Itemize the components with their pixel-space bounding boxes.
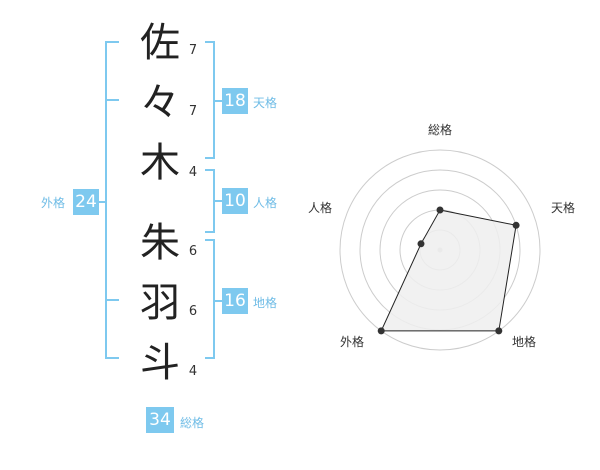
chikaku-value: 16 bbox=[222, 288, 248, 314]
radar-chart bbox=[339, 149, 541, 351]
name-char-5: 羽 bbox=[140, 280, 180, 326]
stroke-count-5: 6 bbox=[188, 304, 198, 319]
radar-point-1 bbox=[436, 206, 444, 214]
jinkaku-value: 10 bbox=[222, 188, 248, 214]
gaikaku-label: 外格 bbox=[41, 196, 66, 210]
soukaku-value: 34 bbox=[146, 407, 174, 433]
name-char-3: 木 bbox=[140, 140, 180, 186]
radar-point-4 bbox=[377, 327, 385, 335]
radar-label-gaikaku: 外格 bbox=[339, 335, 364, 349]
name-char-6: 斗 bbox=[140, 340, 180, 386]
stroke-count-2: 7 bbox=[188, 104, 198, 119]
stroke-count-6: 4 bbox=[188, 364, 198, 379]
radar-label-chikaku: 地格 bbox=[511, 335, 536, 349]
jinkaku-label: 人格 bbox=[253, 196, 278, 210]
radar-score-polygon bbox=[380, 209, 517, 332]
name-char-2: 々 bbox=[140, 80, 180, 126]
radar-label-tenkaku: 天格 bbox=[550, 201, 575, 215]
chikaku-bracket bbox=[205, 239, 215, 359]
tenkaku-label: 天格 bbox=[253, 96, 278, 110]
radar-point-3 bbox=[495, 327, 503, 335]
radar-point-5 bbox=[417, 240, 425, 248]
radar-label-jinkaku: 人格 bbox=[307, 201, 332, 215]
name-char-1: 佐 bbox=[140, 20, 180, 66]
chikaku-label: 地格 bbox=[253, 296, 278, 310]
tenkaku-bracket bbox=[205, 41, 215, 159]
gaikaku-bracket bbox=[105, 41, 119, 359]
radar-label-soukaku: 総格 bbox=[427, 123, 452, 137]
stroke-count-4: 6 bbox=[188, 244, 198, 259]
stroke-count-1: 7 bbox=[188, 43, 198, 58]
soukaku-label: 総格 bbox=[180, 416, 205, 430]
gaikaku-value: 24 bbox=[73, 189, 99, 215]
name-char-4: 朱 bbox=[140, 220, 180, 266]
radar-ring bbox=[339, 149, 541, 351]
tenkaku-value: 18 bbox=[222, 88, 248, 114]
radar-point-2 bbox=[512, 221, 520, 229]
jinkaku-bracket bbox=[205, 169, 215, 233]
stroke-count-3: 4 bbox=[188, 165, 198, 180]
